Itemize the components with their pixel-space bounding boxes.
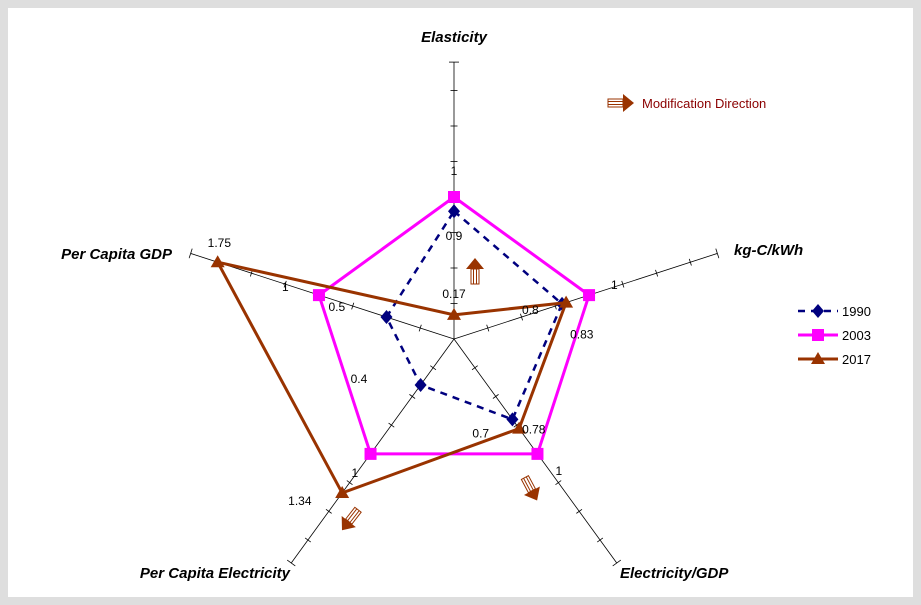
series-line-2003: [317, 195, 591, 456]
legend-marker-2003: [812, 329, 824, 341]
axis-end-tick: [715, 248, 720, 259]
axis-title-1: kg-C/kWh: [734, 242, 803, 259]
axis-title-3: Per Capita Electricity: [140, 565, 291, 582]
value-label-14: 0.5: [328, 300, 345, 314]
data-point-2017-1: [559, 295, 574, 308]
value-label-13: 1: [282, 280, 289, 294]
modification-direction-icon: [607, 94, 634, 112]
axis-tick: [304, 537, 312, 543]
value-label-6: 1: [555, 464, 562, 478]
axis-tick: [688, 258, 692, 266]
data-point-1990-4: [380, 310, 393, 325]
value-label-5: 0.83: [570, 328, 594, 342]
direction-arrow-down-left-stripe: [349, 510, 360, 523]
axis-tick: [486, 324, 490, 332]
axis-end-tick: [612, 559, 622, 567]
axis-tick: [346, 480, 353, 485]
axis-tick: [430, 365, 437, 371]
axis-tick: [576, 508, 583, 514]
value-label-1: 0.9: [446, 229, 463, 243]
direction-arrow-up-shaft: [470, 268, 480, 285]
axis-tick: [596, 537, 604, 543]
axis-tick: [555, 480, 562, 485]
axis-tick: [283, 280, 287, 288]
value-label-12: 1.75: [208, 236, 232, 250]
axis-title-4: Per Capita GDP: [61, 246, 173, 263]
data-point-2003-2: [531, 447, 544, 460]
axis-end-tick: [188, 248, 193, 259]
value-label-3: 1: [611, 278, 618, 292]
value-label-10: 0.4: [351, 372, 368, 386]
legend-label-2017: 2017: [842, 352, 871, 367]
axis-tick: [351, 302, 355, 310]
value-label-2: 0.17: [442, 287, 466, 301]
data-point-1990-0: [448, 204, 460, 219]
data-point-1990-2: [506, 412, 519, 427]
axis-tick: [325, 508, 332, 514]
axis-title-0: Elasticity: [421, 29, 488, 46]
legend-label-2003: 2003: [842, 328, 871, 343]
axis-tick: [655, 269, 659, 277]
data-point-2017-0: [447, 307, 461, 320]
direction-arrow-up: [466, 258, 484, 285]
modification-direction-label: Modification Direction: [642, 96, 766, 111]
data-point-2017-4: [210, 255, 225, 268]
value-label-4: 0.8: [522, 303, 539, 317]
direction-arrow-down-left-head: [341, 516, 356, 531]
modification-direction-icon-shaft: [607, 98, 624, 108]
axis-tick: [418, 324, 422, 332]
value-label-7: 0.78: [522, 423, 546, 437]
data-point-1990-3: [414, 377, 427, 392]
value-label-9: 1: [352, 466, 359, 480]
axis-tick: [409, 394, 416, 399]
legend-marker-1990: [812, 304, 824, 318]
data-point-2017-2: [512, 421, 527, 434]
modification-direction-icon-head: [623, 94, 634, 112]
series-line-2017: [214, 260, 569, 495]
value-label-8: 0.7: [472, 426, 489, 440]
axis-tick: [520, 313, 523, 321]
axis-tick: [492, 394, 499, 399]
value-label-11: 1.34: [288, 494, 312, 508]
axis-tick: [388, 422, 395, 428]
direction-arrow-down-right-stripe: [525, 476, 534, 491]
axis-title-2: Electricity/GDP: [620, 565, 729, 582]
data-point-2003-1: [583, 289, 596, 302]
direction-arrow-down-right-head: [523, 486, 540, 501]
data-point-2003-3: [364, 447, 377, 460]
data-point-2003-4: [312, 289, 325, 302]
legend-marker-2017: [811, 352, 825, 364]
direction-arrow-down-right-stripe: [523, 477, 532, 492]
data-point-2017-3: [335, 485, 350, 498]
axis-tick: [621, 280, 625, 288]
data-point-2003-0: [448, 191, 460, 203]
axis-tick: [471, 365, 478, 371]
direction-arrow-up-head: [466, 258, 484, 269]
direction-arrow-down-left-stripe: [347, 508, 358, 521]
direction-arrow-down-right: [520, 474, 540, 501]
axis-end-tick: [286, 559, 296, 567]
direction-arrow-down-left: [341, 506, 362, 531]
legend-label-1990: 1990: [842, 304, 871, 319]
value-label-0: 1: [451, 164, 458, 178]
series-line-1990: [385, 209, 564, 422]
